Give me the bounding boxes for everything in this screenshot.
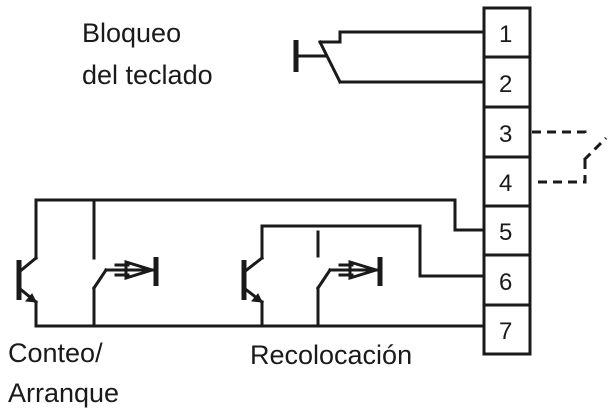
terminal-block-frame: [482, 6, 532, 356]
terminal-6-number: 6: [499, 269, 512, 296]
terminal-3-number: 3: [499, 121, 512, 148]
keyboard-lock-switch: [293, 30, 486, 85]
transistor-arrow: [250, 293, 263, 303]
terminal-4-number: 4: [499, 170, 512, 197]
switch-lever: [317, 39, 343, 85]
wire-terminal-6: [260, 224, 486, 278]
switch-lever: [315, 267, 333, 291]
terminal-1-number: 1: [499, 21, 512, 48]
count-start-optocoupler: [16, 255, 159, 305]
transistor-arrow: [24, 293, 37, 303]
count-start-label-line1: Conteo/: [8, 338, 103, 368]
dashed-wire-terminal-4: [532, 160, 587, 184]
diode-symbol: [124, 259, 158, 281]
switch-lever: [91, 267, 109, 291]
terminal-5-number: 5: [499, 219, 512, 246]
count-start-label-line2: Arranque: [8, 378, 119, 408]
diode-symbol: [348, 259, 382, 281]
terminal-block: 1 2 3 4 5 6 7: [482, 6, 532, 356]
dashed-switch-lever: [582, 136, 608, 162]
transistor-collector: [16, 255, 39, 275]
terminal-2-number: 2: [499, 71, 512, 98]
bus-wiring: [34, 198, 486, 328]
reset-optocoupler: [241, 255, 383, 305]
wire-terminal-7: [34, 300, 486, 328]
dashed-wire-terminal-3: [532, 130, 587, 138]
keyboard-lock-label-line1: Bloqueo: [82, 18, 181, 48]
wire-terminal-5: [34, 198, 486, 260]
terminal-7-number: 7: [499, 318, 512, 345]
keyboard-lock-label-line2: del teclado: [82, 60, 213, 90]
external-dashed-connection: [532, 130, 608, 184]
transistor-collector: [241, 255, 265, 275]
reset-label: Recolocación: [250, 340, 412, 370]
